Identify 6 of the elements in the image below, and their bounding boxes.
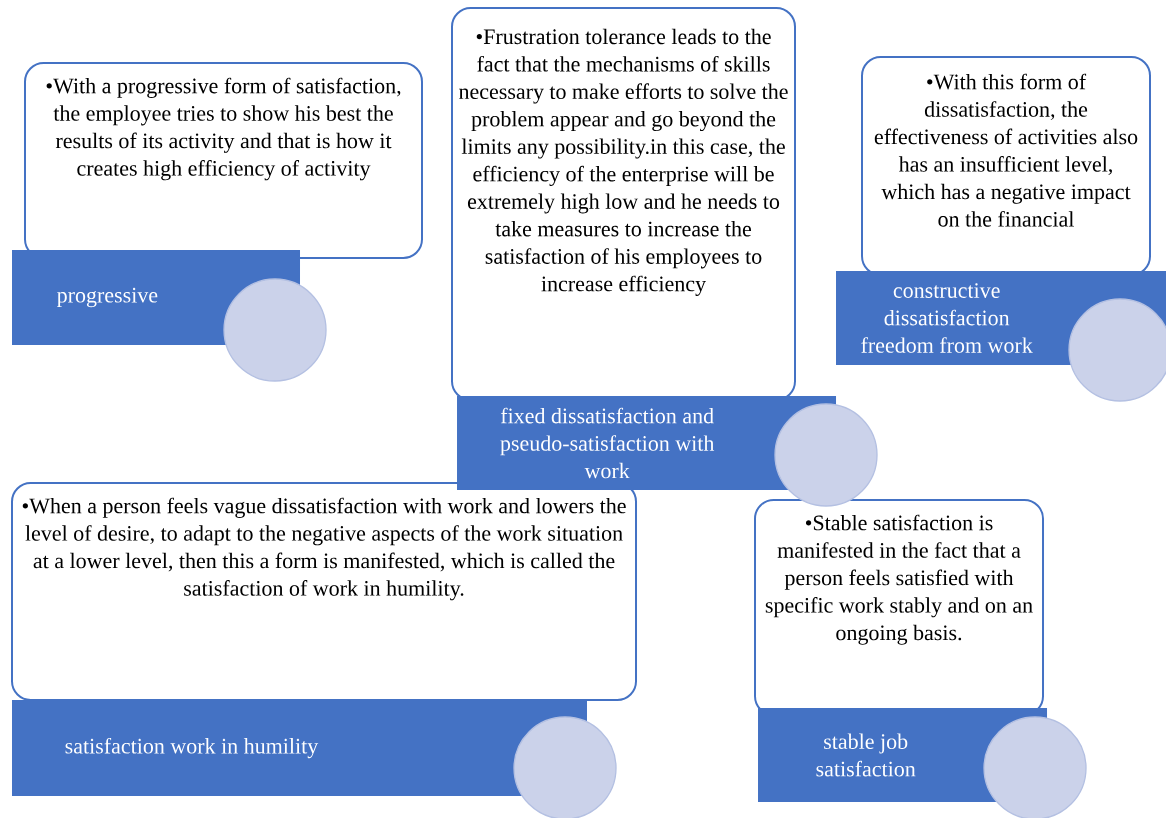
text-box: •Stable satisfaction is manifested in the fact that a person feels satisfied with specific work stably and on an ongoing basis.	[754, 499, 1044, 716]
text-box: •With this form of dissatisfaction, the effectiveness of activities also has an insufficient level, which has a negative impact on the financial	[861, 56, 1151, 276]
text-box: •Frustration tolerance leads to the fact that the mechanisms of skills necessary to make efforts to solve the problem appear and go beyond the limits any possibility.in this case, the efficiency of the enterprise will be extremely high low and he needs to take measures to increase the satisfaction of his employees to increase efficiency	[451, 7, 796, 401]
text-box: •With a progressive form of satisfaction, the employee tries to show his best the results of its activity and that is how it creates high efficiency of activity	[24, 62, 423, 259]
text-box: •When a person feels vague dissatisfaction with work and lowers the level of desire, to adapt to the negative aspects of the work situation at a lower level, then this a form is manifested, which is called the satisfaction of work in humility.	[11, 482, 637, 701]
label-bar: satisfaction work in humility	[12, 700, 587, 796]
